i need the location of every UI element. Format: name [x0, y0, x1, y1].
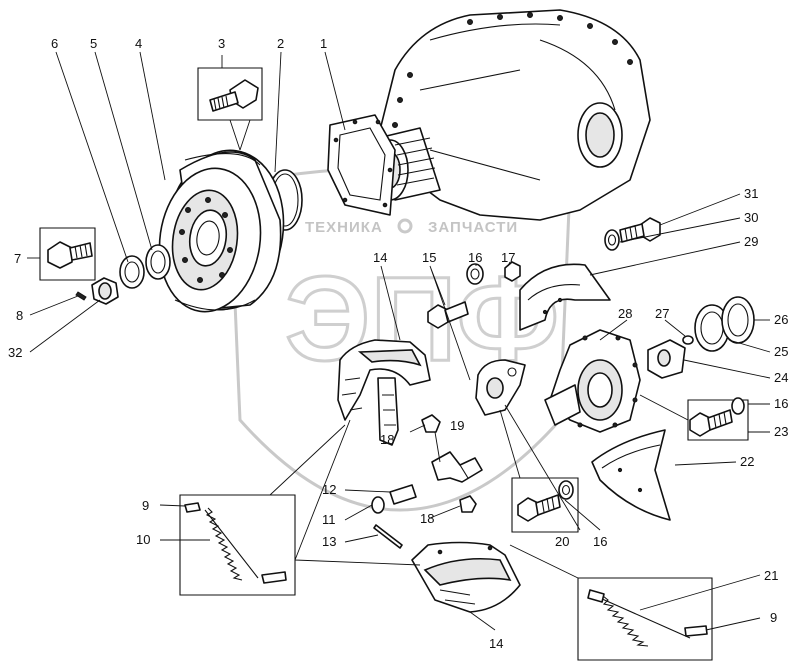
callout-31: 31 — [744, 186, 758, 201]
callout-15: 15 — [422, 250, 436, 265]
callout-28: 28 — [618, 306, 632, 321]
bolt-part-15 — [427, 301, 469, 329]
gear-icon — [397, 218, 413, 234]
axle-housing — [369, 9, 651, 221]
callout-2: 2 — [277, 36, 284, 51]
pin-part-8 — [75, 291, 87, 301]
callout-9-left: 9 — [142, 498, 149, 513]
callout-18-upper: 18 — [380, 432, 394, 447]
callout-16-lower: 16 — [593, 534, 607, 549]
callout-17: 17 — [501, 250, 515, 265]
callout-3: 3 — [218, 36, 225, 51]
callout-16-right: 16 — [774, 396, 788, 411]
bolt-part-3 — [197, 67, 263, 121]
callout-25: 25 — [774, 344, 788, 359]
plug-part-18a — [421, 414, 441, 433]
callout-26: 26 — [774, 312, 788, 327]
brake-shoe-upper-part-14 — [337, 339, 431, 446]
callout-5: 5 — [90, 36, 97, 51]
callout-16-top: 16 — [468, 250, 482, 265]
camshaft-part-19 — [431, 451, 483, 483]
washer-part-6 — [119, 255, 145, 289]
washer-part-16 — [466, 263, 484, 285]
brake-drum-part-4 — [158, 149, 285, 313]
callouts: 1 2 3 4 5 6 7 8 32 14 15 16 17 31 30 29 … — [8, 36, 788, 651]
brake-shoe-lower-part-14 — [411, 541, 521, 613]
washer-part-11 — [371, 496, 385, 514]
callout-30: 30 — [744, 210, 758, 225]
callout-8: 8 — [16, 308, 23, 323]
pin-part-12 — [389, 484, 417, 505]
spring-part-10 — [179, 494, 296, 596]
callout-14-upper: 14 — [373, 250, 387, 265]
callout-9-right: 9 — [770, 610, 777, 625]
callout-7: 7 — [14, 251, 21, 266]
callout-32: 32 — [8, 345, 22, 360]
spring-part-21 — [577, 577, 713, 661]
callout-23: 23 — [774, 424, 788, 439]
callout-6: 6 — [51, 36, 58, 51]
callout-20: 20 — [555, 534, 569, 549]
callout-27: 27 — [655, 306, 669, 321]
callout-12: 12 — [322, 482, 336, 497]
callout-10: 10 — [136, 532, 150, 547]
cotter-pin-part-13 — [373, 524, 403, 549]
nut-part-32 — [91, 277, 119, 305]
brake-spider-part-28 — [544, 329, 641, 433]
callout-21: 21 — [764, 568, 778, 583]
dust-shield-part-22 — [591, 429, 671, 521]
callout-19: 19 — [450, 418, 464, 433]
callout-13: 13 — [322, 534, 336, 549]
dust-shield-part-29 — [519, 263, 611, 331]
bearing-part-5 — [145, 244, 171, 280]
callout-14-lower: 14 — [489, 636, 503, 651]
plug-part-18b — [459, 495, 477, 513]
bolt-part-23 — [687, 397, 749, 441]
adjuster-part-24 — [647, 339, 686, 379]
bolt-part-20 — [511, 477, 579, 533]
washer-part-30 — [604, 229, 620, 251]
callout-29: 29 — [744, 234, 758, 249]
pin-part-27 — [682, 335, 694, 345]
callout-11: 11 — [322, 512, 336, 527]
bolt-part-7 — [39, 227, 96, 281]
callout-22: 22 — [740, 454, 754, 469]
cam-bracket — [475, 359, 526, 416]
callout-24: 24 — [774, 370, 788, 385]
callout-18-lower: 18 — [420, 511, 434, 526]
gasket-part-1 — [327, 114, 396, 216]
bolt-part-17 — [504, 261, 521, 282]
callout-4: 4 — [135, 36, 142, 51]
watermark-line1: ТЕХНИКА — [305, 219, 383, 236]
callout-1: 1 — [320, 36, 327, 51]
ring-part-26 — [721, 296, 755, 344]
watermark-line2: ЗАПЧАСТИ — [428, 219, 518, 236]
leader-lines — [27, 51, 771, 631]
